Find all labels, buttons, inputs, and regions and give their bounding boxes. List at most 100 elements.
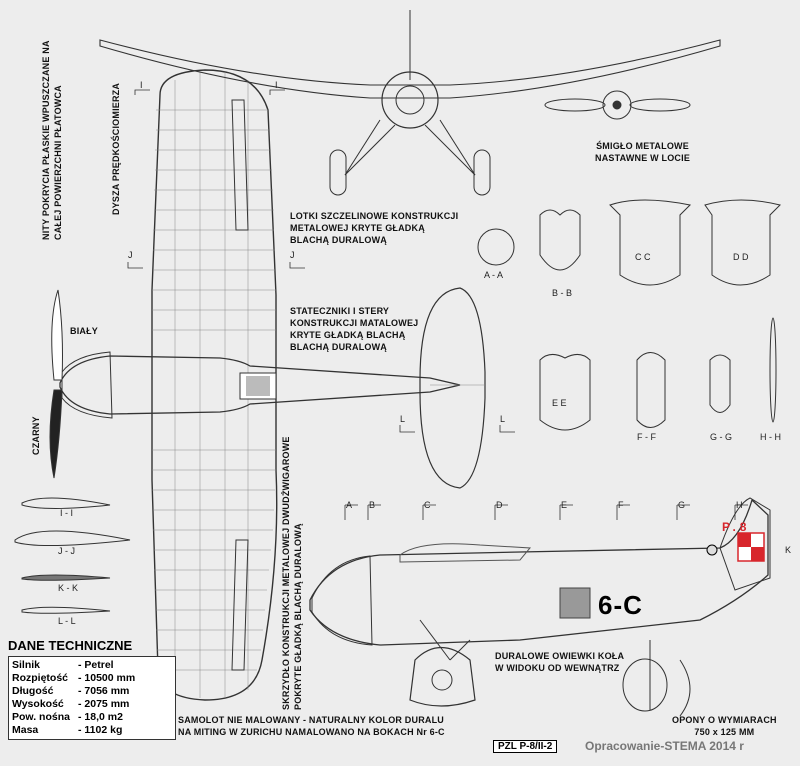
section-g: [709, 354, 731, 413]
propeller-view: [544, 90, 691, 120]
tail-plan: [419, 287, 486, 489]
spec-row: Silnik - Petrel: [12, 659, 172, 672]
side-fuselage: [309, 498, 769, 646]
cross-sections: [477, 199, 781, 431]
section-h: [769, 317, 777, 423]
pitot-note: DYSZA PRĘDKOŚCIOMIERZA: [111, 82, 121, 215]
white-label: BIAŁY: [70, 326, 98, 336]
airfoil-label-k: K - K: [58, 583, 79, 593]
spec-row: Wysokość- 2075 mm: [12, 698, 172, 711]
airfoil-j: [14, 530, 131, 547]
section-f: [636, 352, 666, 428]
side-grille: [559, 587, 591, 619]
spec-key: Masa: [12, 724, 39, 736]
engine-cowl: [61, 351, 113, 419]
section-label-a: A - A: [484, 270, 504, 280]
section-b: [539, 209, 581, 271]
section-label-h: H - H: [760, 432, 781, 442]
side-letter-b: B: [369, 500, 376, 510]
side-letter-c: C: [424, 500, 431, 510]
front-wing: [99, 39, 721, 99]
side-view: [309, 497, 771, 717]
section-label-g: G - G: [710, 432, 732, 442]
airfoil-i: [21, 497, 111, 509]
spec-row: Długość- 7056 mm: [12, 685, 172, 698]
spec-key: Rozpiętość: [12, 672, 69, 684]
tyres-line-1: OPONY O WYMIARACH: [672, 715, 777, 725]
wheel-covers-line-2: W WIDOKU OD WEWNĄTRZ: [495, 663, 620, 673]
propeller-line-1: ŚMIGŁO METALOWE: [596, 141, 689, 151]
airfoil-l: [21, 606, 111, 614]
spec-key: Pow. nośna: [12, 711, 70, 723]
side-letter-f: F: [618, 500, 624, 510]
spec-value: - 7056 mm: [78, 685, 130, 697]
airfoil-label-i: I - I: [60, 508, 73, 518]
front-wheel-right: [473, 149, 491, 196]
section-label-f: F - F: [637, 432, 656, 442]
tail-note: STATECZNIKI I STERY KONSTRUKCJI MATALOWE…: [290, 305, 418, 353]
side-letter-e: E: [561, 500, 568, 510]
side-wing: [399, 543, 532, 563]
tail-line-3: KRYTE GŁADKĄ BLACHĄ: [290, 330, 406, 340]
side-letter-h: H: [736, 500, 743, 510]
aileron-bottom: [231, 539, 249, 671]
tyres-note: OPONY O WYMIARACH 750 x 125 MM: [672, 714, 777, 738]
spec-row: Rozpiętość - 10500 mm: [12, 672, 172, 685]
tail-line-2: KONSTRUKCJI MATALOWEJ: [290, 318, 419, 328]
spec-value: - 18,0 m2: [78, 711, 123, 723]
front-wheel-left: [329, 149, 347, 196]
specs-table: Silnik - Petrel Rozpiętość - 10500 mm Dług…: [8, 656, 176, 740]
spec-value: - 1102 kg: [78, 724, 123, 736]
registration-marking: 6-C: [598, 590, 643, 620]
section-label-b: B - B: [552, 288, 573, 298]
rivets-note: NITY POKRYCIA PŁASKIE WPUSZCZANE NA CAŁE…: [41, 40, 63, 240]
wing-note: SKRZYDŁO KONSTRUKCJI METALOWEJ DWUDŹWIGA…: [281, 436, 303, 710]
section-label-d: D D: [733, 252, 749, 262]
model-designation: PZL P-8/II-2: [493, 740, 558, 753]
ailerons-line-2: METALOWEJ KRYTE GŁADKĄ: [290, 223, 425, 233]
wheel-covers-line-1: DURALOWE OWIEWKI KOŁA: [495, 651, 625, 661]
spec-key: Silnik: [12, 659, 41, 671]
spec-row: Pow. nośna - 18,0 m2: [12, 711, 172, 724]
spec-key: Wysokość: [12, 698, 64, 710]
paint-note-line-2: NA MITING W ZURICHU NAMALOWANO NA BOKACH…: [178, 727, 445, 737]
plan-mark-j-2: J: [290, 250, 295, 260]
section-e: [539, 354, 591, 431]
side-letter-g: G: [678, 500, 686, 510]
section-label-e: E E: [552, 398, 567, 408]
black-label: CZARNY: [31, 416, 41, 455]
wheel-detail: [622, 658, 668, 712]
plan-mark-j-1: J: [128, 250, 133, 260]
wing-outline: [151, 69, 278, 701]
airfoil-sections: [14, 497, 131, 614]
front-cowl: [381, 71, 439, 129]
tyres-line-2: 750 x 125 MM: [694, 727, 755, 737]
section-label-c: C C: [635, 252, 651, 262]
spec-row: Masa - 1102 kg: [12, 724, 172, 737]
plan-mark-i-1: I: [140, 80, 143, 90]
side-letter-a: A: [346, 500, 353, 510]
author-credit: Opracowanie-STEMA 2014 r: [585, 739, 744, 753]
specs-title: DANE TECHNICZNE: [8, 638, 133, 653]
code-marking: P.8: [722, 520, 751, 534]
paint-note-line-1: SAMOLOT NIE MALOWANY - NATURALNY KOLOR D…: [178, 715, 444, 725]
spec-value: - Petrel: [78, 659, 114, 671]
plan-mark-l-2: L: [500, 414, 506, 424]
airfoil-label-j: J - J: [58, 546, 75, 556]
tail-line-4: BLACHĄ DURALOWĄ: [290, 342, 387, 352]
aileron-top: [231, 99, 249, 231]
plan-mark-i-2: I: [275, 80, 278, 90]
ailerons-line-3: BLACHĄ DURALOWĄ: [290, 235, 387, 245]
side-cowl: [311, 555, 373, 646]
side-rudder: [719, 497, 771, 591]
propeller-blade-top: [51, 289, 63, 381]
section-d: [704, 199, 781, 286]
plan-mark-l-1: L: [400, 414, 406, 424]
side-letter-d: D: [496, 500, 503, 510]
spec-value: - 10500 mm: [78, 672, 136, 684]
airfoil-k: [21, 574, 111, 581]
section-a: [477, 228, 515, 266]
plan-view: [49, 69, 486, 701]
wheel-fairing: [409, 647, 476, 707]
